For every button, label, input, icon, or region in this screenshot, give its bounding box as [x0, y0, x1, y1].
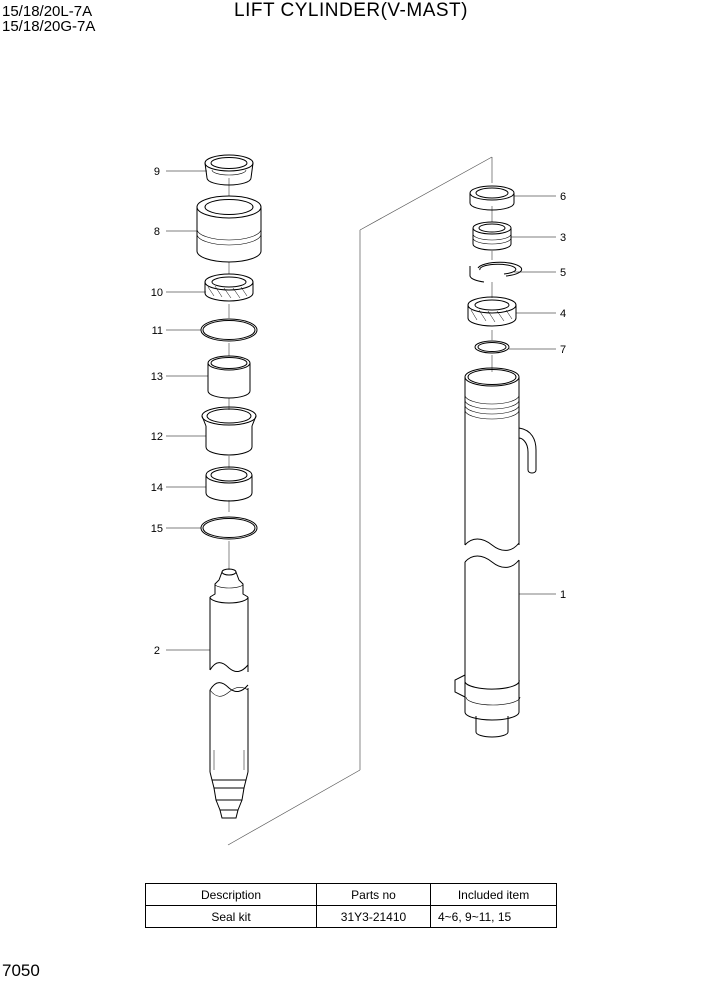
table-row: Seal kit 31Y3-21410 4~6, 9~11, 15: [145, 905, 557, 928]
callout-9: 9: [154, 166, 160, 178]
callout-5: 5: [560, 267, 566, 279]
seal-kit-table: Description Parts no Included item Seal …: [145, 883, 557, 928]
callout-3: 3: [560, 232, 566, 244]
part-2-piston-rod: [209, 568, 249, 819]
cell-description: Seal kit: [145, 905, 317, 928]
part-1-cylinder-tube: [454, 367, 537, 738]
part-8-gland: [196, 195, 262, 263]
part-10-seal: [204, 273, 254, 302]
part-6-wiper: [469, 185, 515, 211]
callout-2: 2: [154, 645, 160, 657]
callout-7: 7: [560, 344, 566, 356]
callout-10: 10: [151, 287, 163, 299]
part-15-o-ring: [200, 516, 258, 540]
callout-1: 1: [560, 589, 566, 601]
part-4-seal: [467, 296, 517, 327]
cell-included-item: 4~6, 9~11, 15: [430, 905, 557, 928]
callout-labels: 9 8 10 11 13 12 14 15 2 6 3 5 4 7 1: [151, 166, 566, 657]
part-9-wiper: [204, 154, 254, 186]
part-5-snap-ring: [469, 261, 523, 283]
model-code-2: 15/18/20G-7A: [2, 18, 96, 35]
page-number: 7050: [2, 961, 40, 980]
callout-12: 12: [151, 431, 163, 443]
callout-15: 15: [151, 523, 163, 535]
callout-6: 6: [560, 191, 566, 203]
col-included-item: Included item: [430, 883, 557, 906]
callout-4: 4: [560, 308, 566, 320]
table-header-row: Description Parts no Included item: [145, 883, 557, 906]
cell-parts-no: 31Y3-21410: [316, 905, 431, 928]
callout-8: 8: [154, 226, 160, 238]
callout-11: 11: [152, 325, 163, 337]
part-12-bearing: [201, 406, 257, 456]
assembly-guide-lines: [227, 156, 493, 846]
callout-14: 14: [151, 482, 163, 494]
page-title: LIFT CYLINDER(V-MAST): [234, 0, 468, 21]
part-11-o-ring: [200, 318, 258, 342]
col-description: Description: [145, 883, 317, 906]
part-7-retaining-ring: [474, 340, 510, 354]
part-13-bushing: [207, 355, 251, 399]
part-14-ring: [205, 466, 253, 502]
col-parts-no: Parts no: [316, 883, 431, 906]
callout-13: 13: [151, 371, 163, 383]
model-code-1: 15/18/20L-7A: [2, 3, 93, 20]
part-3-gland: [472, 221, 512, 251]
callout-leaders: [166, 170, 556, 651]
